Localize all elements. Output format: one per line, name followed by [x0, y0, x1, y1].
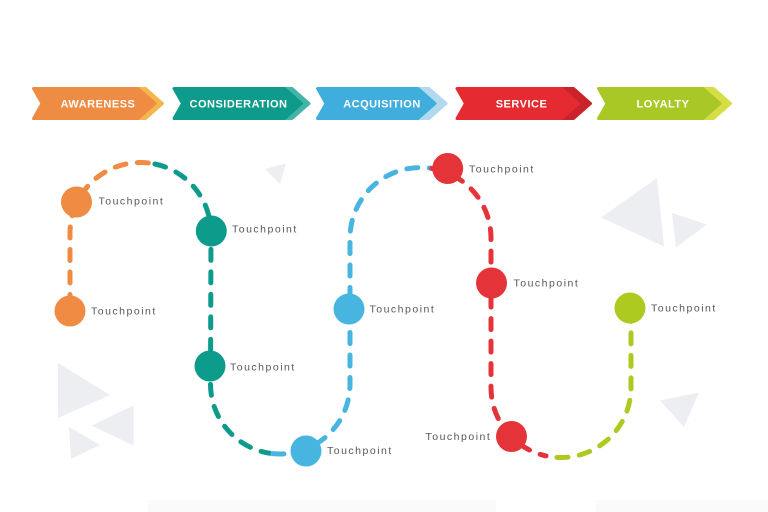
svg-text:AWARENESS: AWARENESS	[61, 99, 136, 111]
svg-text:Touchpoint: Touchpoint	[426, 431, 492, 443]
svg-text:Touchpoint: Touchpoint	[327, 445, 393, 457]
svg-text:LOYALTY: LOYALTY	[636, 99, 689, 111]
svg-text:Touchpoint: Touchpoint	[514, 278, 580, 290]
svg-text:Touchpoint: Touchpoint	[651, 303, 717, 315]
svg-text:ACQUISITION: ACQUISITION	[343, 99, 421, 111]
svg-text:Touchpoint: Touchpoint	[91, 306, 157, 318]
svg-text:CONSIDERATION: CONSIDERATION	[190, 99, 288, 111]
svg-text:Touchpoint: Touchpoint	[99, 196, 165, 208]
svg-text:Touchpoint: Touchpoint	[469, 164, 535, 176]
svg-text:Touchpoint: Touchpoint	[370, 304, 436, 316]
svg-text:Touchpoint: Touchpoint	[230, 362, 296, 374]
svg-text:Touchpoint: Touchpoint	[232, 224, 298, 236]
svg-text:SERVICE: SERVICE	[496, 99, 548, 111]
